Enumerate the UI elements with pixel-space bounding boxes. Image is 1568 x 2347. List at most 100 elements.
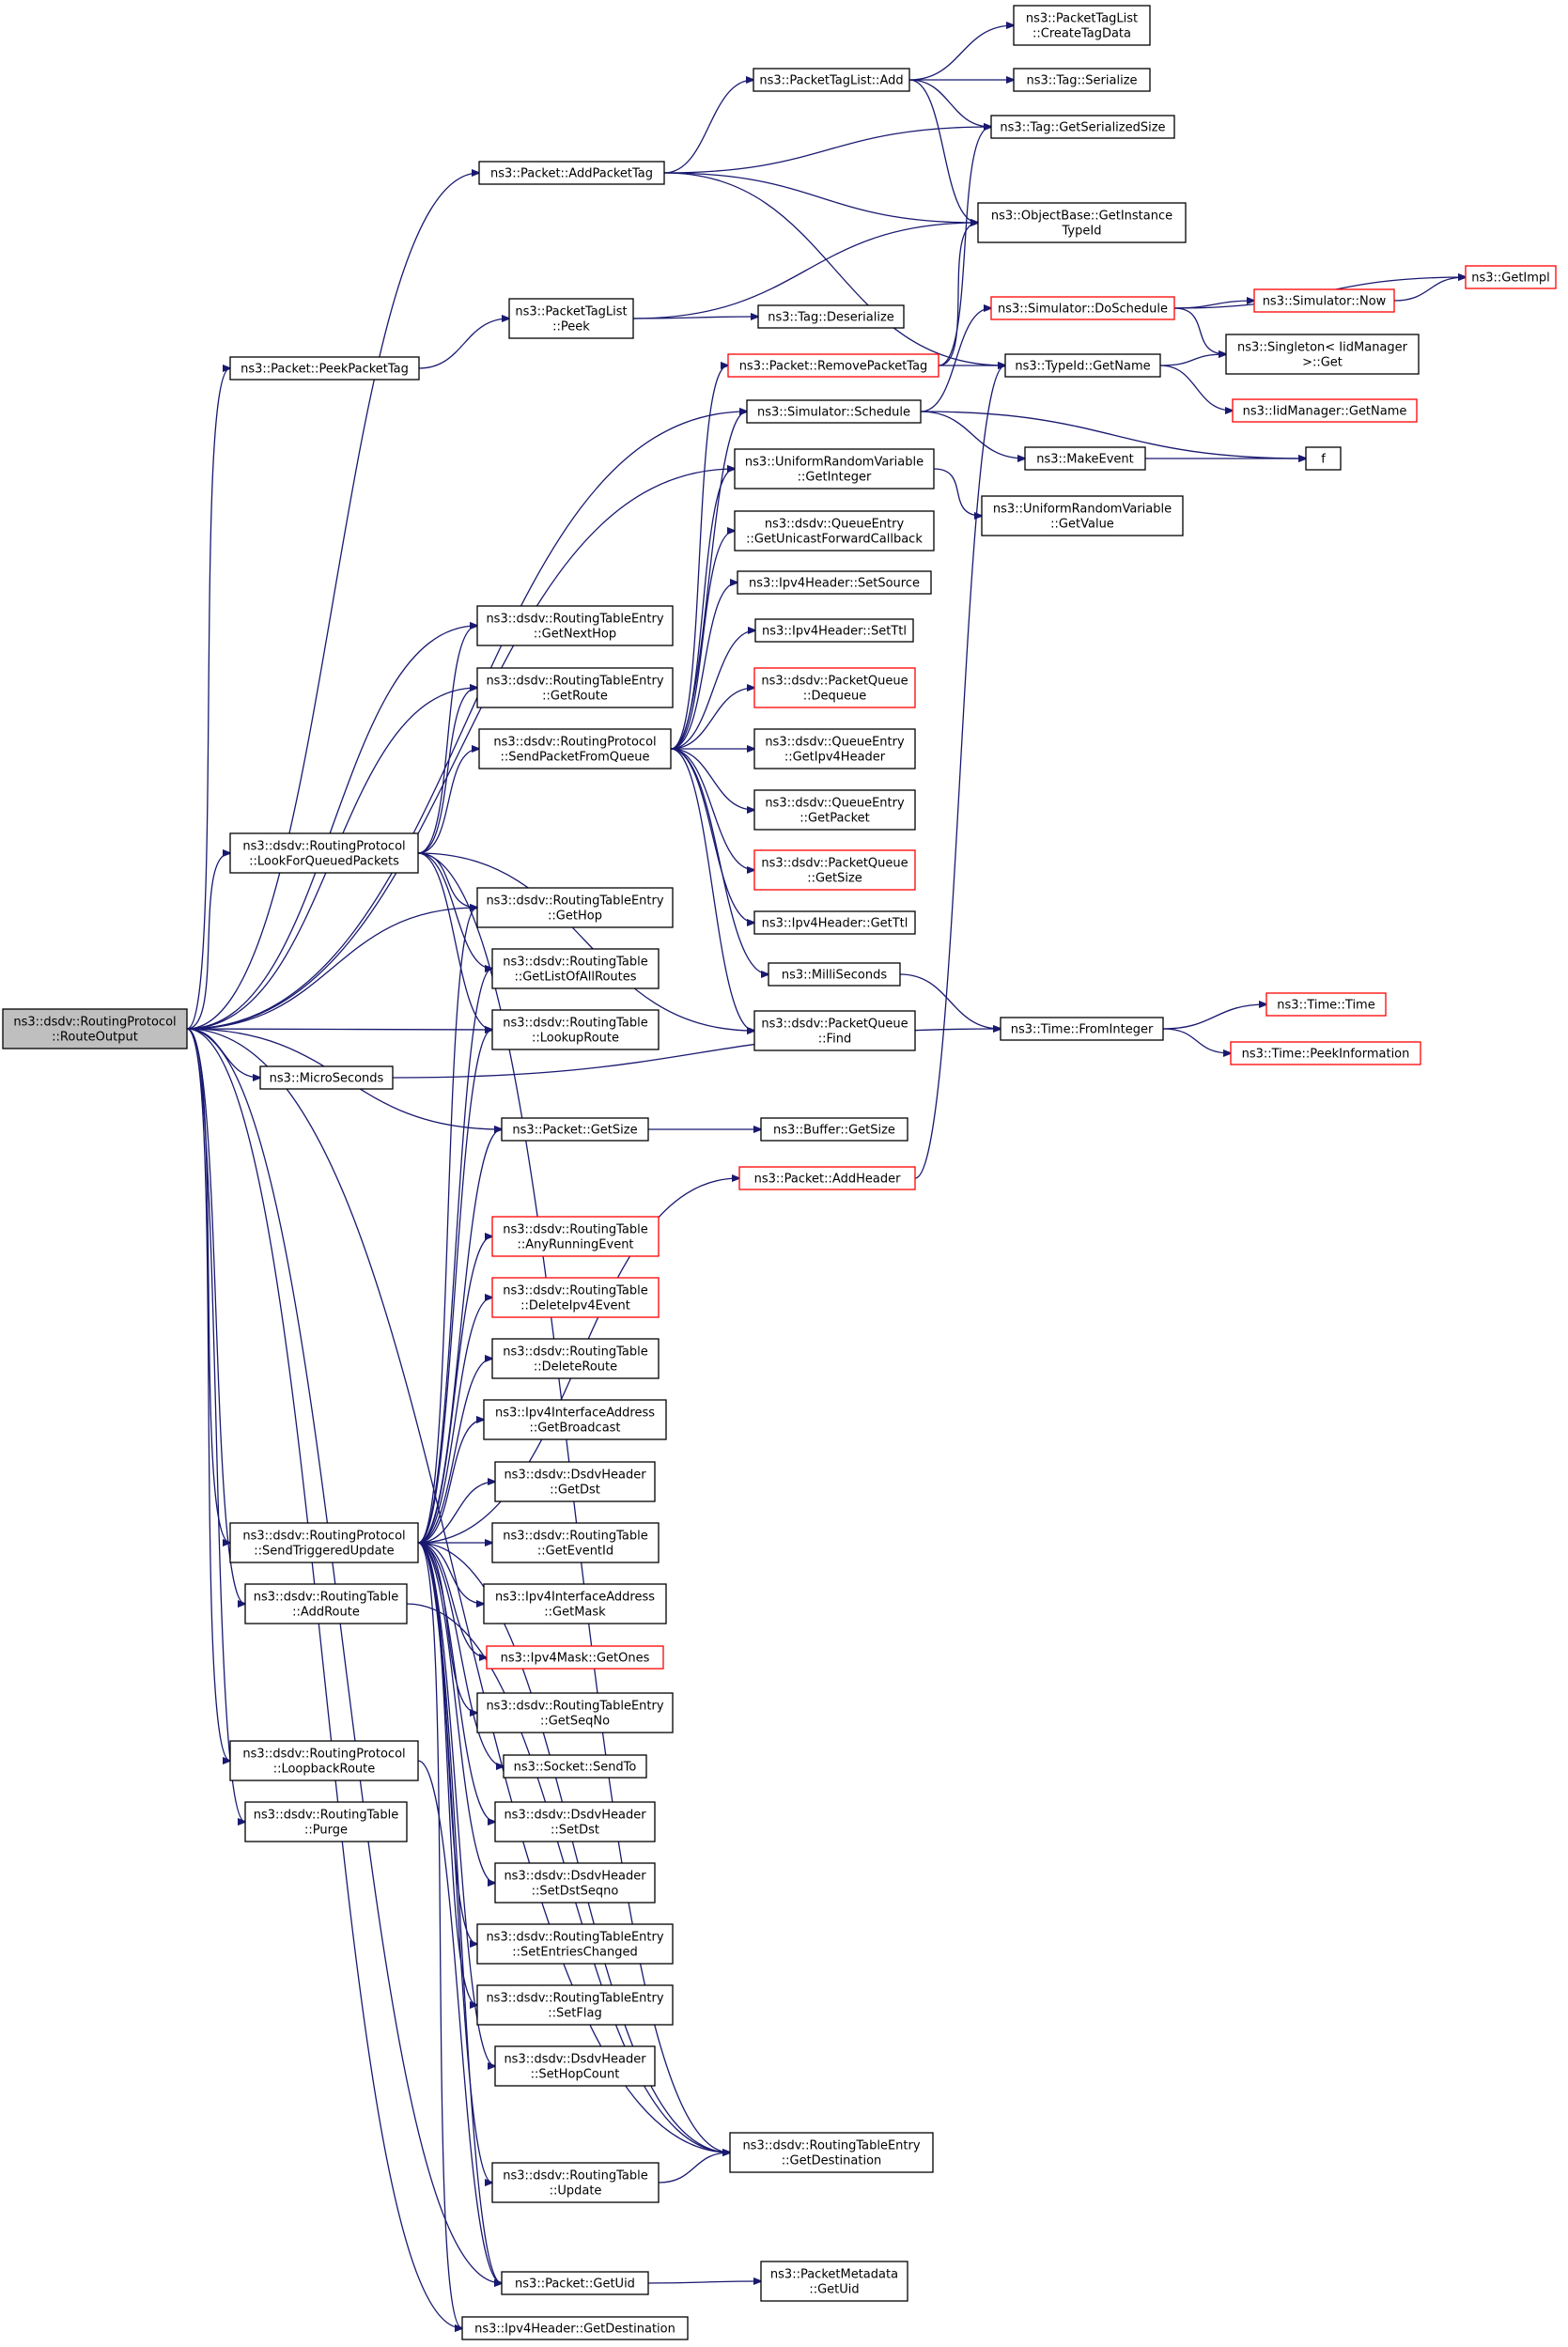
- node-label: ns3::dsdv::RoutingProtocol: [13, 1016, 176, 1030]
- node-dh-set-hop-count[interactable]: ns3::dsdv::DsdvHeader::SetHopCount: [494, 2045, 656, 2087]
- node-micro-seconds[interactable]: ns3::MicroSeconds: [259, 1065, 394, 1090]
- edge-send-triggered-to-packet-get-uid: [417, 1542, 502, 2283]
- node-get-impl[interactable]: ns3::GetImpl: [1465, 265, 1557, 289]
- edge-packet-get-uid-to-pm-get-uid: [647, 2281, 761, 2283]
- node-pq-get-size[interactable]: ns3::dsdv::PacketQueue::GetSize: [753, 849, 916, 891]
- node-create-tag-data[interactable]: ns3::PacketTagList::CreateTagData: [1013, 5, 1151, 46]
- edge-send-packet-from-queue-to-ipv4-set-source: [670, 583, 737, 750]
- node-packet-get-uid[interactable]: ns3::Packet::GetUid: [501, 2271, 649, 2295]
- node-iid-get-name[interactable]: ns3::IidManager::GetName: [1232, 398, 1418, 423]
- node-sim-schedule[interactable]: ns3::Simulator::Schedule: [746, 399, 922, 424]
- edge-sim-do-schedule-to-sim-now: [1173, 301, 1254, 309]
- node-ptl-add[interactable]: ns3::PacketTagList::Add: [753, 68, 910, 92]
- node-qe-get-unicast[interactable]: ns3::dsdv::QueueEntry::GetUnicastForward…: [734, 510, 935, 552]
- node-look-for-queued[interactable]: ns3::dsdv::RoutingProtocol::LookForQueue…: [229, 832, 419, 874]
- node-label: TypeId: [1062, 225, 1102, 239]
- node-rte-get-route[interactable]: ns3::dsdv::RoutingTableEntry::GetRoute: [476, 667, 674, 708]
- node-rte-get-seq-no[interactable]: ns3::dsdv::RoutingTableEntry::GetSeqNo: [476, 1692, 674, 1733]
- node-label: ns3::dsdv::QueueEntry: [765, 797, 905, 811]
- node-buffer-get-size[interactable]: ns3::Buffer::GetSize: [760, 1117, 908, 1142]
- node-box: [478, 161, 665, 185]
- node-sim-now[interactable]: ns3::Simulator::Now: [1253, 288, 1395, 313]
- node-box: [244, 1583, 408, 1624]
- node-time-time[interactable]: ns3::Time::Time: [1265, 992, 1387, 1017]
- node-label: ::AnyRunningEvent: [517, 1238, 633, 1252]
- node-rt-any-running-event[interactable]: ns3::dsdv::RoutingTable::AnyRunningEvent: [491, 1216, 660, 1257]
- node-remove-packet-tag[interactable]: ns3::Packet::RemovePacketTag: [727, 353, 939, 378]
- node-rte-set-entries-changed[interactable]: ns3::dsdv::RoutingTableEntry::SetEntries…: [476, 1923, 674, 1965]
- node-label: ns3::PacketTagList::Add: [759, 74, 903, 88]
- node-rt-get-list-of-all-routes[interactable]: ns3::dsdv::RoutingTable::GetListOfAllRou…: [491, 948, 660, 989]
- node-rt-lookup-route[interactable]: ns3::dsdv::RoutingTable::LookupRoute: [491, 1009, 660, 1050]
- node-urv-get-value[interactable]: ns3::UniformRandomVariable::GetValue: [981, 495, 1184, 536]
- node-packet-add-header[interactable]: ns3::Packet::AddHeader: [738, 1166, 916, 1190]
- node-packet-get-size[interactable]: ns3::Packet::GetSize: [501, 1117, 649, 1142]
- node-ipv4-get-destination[interactable]: ns3::Ipv4Header::GetDestination: [461, 2316, 689, 2340]
- node-sim-do-schedule[interactable]: ns3::Simulator::DoSchedule: [990, 296, 1175, 320]
- node-label: ns3::dsdv::QueueEntry: [765, 736, 905, 750]
- edge-send-packet-from-queue-to-pq-dequeue: [670, 688, 754, 750]
- node-iface-get-broadcast[interactable]: ns3::Ipv4InterfaceAddress::GetBroadcast: [483, 1399, 667, 1440]
- node-singleton-get[interactable]: ns3::Singleton< IidManager>::Get: [1225, 334, 1420, 375]
- node-box: [483, 1583, 667, 1624]
- node-iface-get-mask[interactable]: ns3::Ipv4InterfaceAddress::GetMask: [483, 1583, 667, 1624]
- node-tag-serialize[interactable]: ns3::Tag::Serialize: [1013, 68, 1151, 92]
- node-time-peek-info[interactable]: ns3::Time::PeekInformation: [1230, 1041, 1421, 1065]
- node-label: ::LookupRoute: [532, 1032, 619, 1046]
- node-peek-packet-tag[interactable]: ns3::Packet::PeekPacketTag: [229, 356, 420, 381]
- node-box: [760, 1117, 908, 1142]
- node-rt-get-event-id[interactable]: ns3::dsdv::RoutingTable::GetEventId: [491, 1522, 660, 1563]
- node-rt-add-route[interactable]: ns3::dsdv::RoutingTable::AddRoute: [244, 1583, 408, 1624]
- node-label: ns3::dsdv::RoutingTable: [503, 956, 648, 970]
- node-rte-get-next-hop[interactable]: ns3::dsdv::RoutingTableEntry::GetNextHop: [476, 605, 674, 646]
- node-qe-get-ipv4-header[interactable]: ns3::dsdv::QueueEntry::GetIpv4Header: [753, 728, 916, 769]
- node-label: ns3::Time::Time: [1277, 999, 1374, 1013]
- node-make-event[interactable]: ns3::MakeEvent: [1024, 446, 1146, 471]
- node-label: ns3::GetImpl: [1471, 272, 1550, 286]
- node-label: ::DeleteRoute: [534, 1360, 617, 1375]
- node-milli-seconds[interactable]: ns3::MilliSeconds: [768, 962, 901, 987]
- node-pm-get-uid[interactable]: ns3::PacketMetadata::GetUid: [760, 2261, 908, 2302]
- node-type-id-get-name[interactable]: ns3::TypeId::GetName: [1004, 353, 1161, 378]
- node-tag-deserialize[interactable]: ns3::Tag::Deserialize: [757, 304, 905, 329]
- node-rte-set-flag[interactable]: ns3::dsdv::RoutingTableEntry::SetFlag: [476, 1984, 674, 2026]
- node-time-from-integer[interactable]: ns3::Time::FromInteger: [1000, 1017, 1164, 1041]
- edge-send-triggered-to-dh-set-dst-seqno: [417, 1542, 495, 1883]
- edge-send-packet-from-queue-to-qe-get-unicast: [670, 531, 735, 750]
- node-root[interactable]: ns3::dsdv::RoutingProtocol::RouteOutput: [2, 1008, 188, 1049]
- node-ptl-peek[interactable]: ns3::PacketTagList::Peek: [508, 298, 634, 339]
- node-pq-dequeue[interactable]: ns3::dsdv::PacketQueue::Dequeue: [753, 667, 916, 708]
- node-label: ns3::dsdv::DsdvHeader: [504, 1469, 646, 1483]
- node-urv-get-integer[interactable]: ns3::UniformRandomVariable::GetInteger: [734, 448, 935, 490]
- node-send-triggered[interactable]: ns3::dsdv::RoutingProtocol::SendTriggere…: [229, 1522, 419, 1563]
- node-rt-delete-route[interactable]: ns3::dsdv::RoutingTable::DeleteRoute: [491, 1338, 660, 1379]
- node-ipv4-get-ttl[interactable]: ns3::Ipv4Header::GetTtl: [753, 910, 916, 935]
- node-add-packet-tag[interactable]: ns3::Packet::AddPacketTag: [478, 161, 665, 185]
- node-dh-get-dst[interactable]: ns3::dsdv::DsdvHeader::GetDst: [494, 1461, 656, 1502]
- node-ipv4-set-ttl[interactable]: ns3::Ipv4Header::SetTtl: [754, 618, 914, 643]
- node-dh-set-dst[interactable]: ns3::dsdv::DsdvHeader::SetDst: [494, 1801, 656, 1842]
- node-socket-send-to[interactable]: ns3::Socket::SendTo: [503, 1754, 647, 1779]
- node-rte-get-destination[interactable]: ns3::dsdv::RoutingTableEntry::GetDestina…: [729, 2132, 934, 2173]
- node-qe-get-packet[interactable]: ns3::dsdv::QueueEntry::GetPacket: [753, 789, 916, 831]
- node-rt-purge[interactable]: ns3::dsdv::RoutingTable::Purge: [244, 1801, 408, 1842]
- node-dh-set-dst-seqno[interactable]: ns3::dsdv::DsdvHeader::SetDstSeqno: [494, 1862, 656, 1904]
- node-f[interactable]: f: [1305, 446, 1342, 471]
- node-ipv4-set-source[interactable]: ns3::Ipv4Header::SetSource: [737, 570, 932, 595]
- node-loopback-route[interactable]: ns3::dsdv::RoutingProtocol::LoopbackRout…: [229, 1740, 419, 1781]
- node-label: ns3::UniformRandomVariable: [993, 503, 1172, 517]
- node-box: [494, 1801, 656, 1842]
- node-send-packet-from-queue[interactable]: ns3::dsdv::RoutingProtocol::SendPacketFr…: [478, 728, 672, 769]
- node-rt-delete-ipv4-event[interactable]: ns3::dsdv::RoutingTable::DeleteIpv4Event: [491, 1277, 660, 1318]
- node-box: [244, 1801, 408, 1842]
- node-mask-get-ones[interactable]: ns3::Ipv4Mask::GetOnes: [486, 1645, 664, 1670]
- node-label: ns3::dsdv::RoutingTable: [503, 2169, 648, 2184]
- node-rt-update[interactable]: ns3::dsdv::RoutingTable::Update: [491, 2162, 660, 2203]
- node-label: ::GetSeqNo: [540, 1715, 610, 1729]
- node-label: ::Peek: [552, 320, 590, 334]
- node-pq-find[interactable]: ns3::dsdv::PacketQueue::Find: [753, 1010, 916, 1051]
- node-box: [753, 667, 916, 708]
- node-tag-get-serialized-size[interactable]: ns3::Tag::GetSerializedSize: [990, 115, 1175, 139]
- node-rte-get-hop[interactable]: ns3::dsdv::RoutingTableEntry::GetHop: [476, 887, 674, 928]
